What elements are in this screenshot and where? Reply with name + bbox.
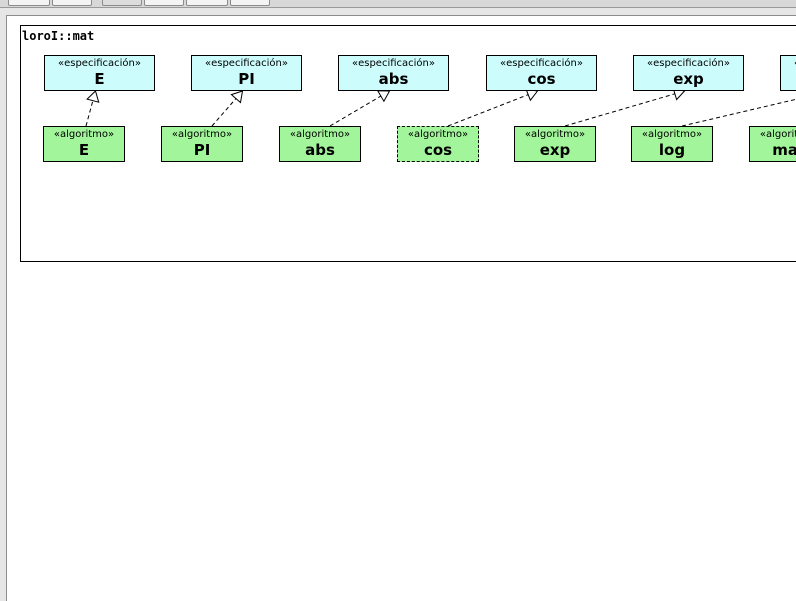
node-name: cos: [527, 70, 556, 88]
toolbar-button-active[interactable]: [102, 0, 142, 6]
realization-line[interactable]: [211, 98, 237, 127]
node-name: abs: [305, 141, 335, 159]
realization-line[interactable]: [329, 95, 382, 127]
specification-node[interactable]: «especificación»cos: [486, 55, 597, 91]
realization-arrowhead: [376, 90, 391, 103]
realization-line[interactable]: [447, 94, 529, 127]
stereotype-label: «algoritmo»: [407, 129, 469, 140]
node-name: exp: [673, 70, 704, 88]
realization-arrowhead: [86, 90, 100, 103]
specification-node[interactable]: «especificación»exp: [633, 55, 744, 91]
algorithm-node[interactable]: «algoritmo»abs: [279, 126, 361, 162]
algorithm-node[interactable]: «algoritmo»E: [43, 126, 125, 162]
specification-node[interactable]: «especificación»E: [44, 55, 155, 91]
realization-line[interactable]: [681, 93, 796, 127]
node-name: E: [94, 70, 105, 88]
stereotype-label: «especificación»: [646, 58, 731, 69]
specification-node[interactable]: «especificación»abs: [338, 55, 449, 91]
toolbar-button[interactable]: [144, 0, 184, 6]
stereotype-label: «especificación»: [57, 58, 142, 69]
node-name: E: [78, 141, 90, 159]
stereotype-label: «algoritmo»: [759, 129, 796, 140]
node-name: PI: [238, 70, 255, 88]
stereotype-label: «algoritmo»: [289, 129, 351, 140]
toolbar-button[interactable]: [52, 0, 92, 6]
algorithm-node[interactable]: «algoritmo»max: [749, 126, 796, 162]
stereotype-label: «algoritmo»: [641, 129, 703, 140]
realization-line[interactable]: [85, 100, 94, 127]
node-name: exp: [539, 141, 571, 159]
stereotype-label: «algoritmo»: [53, 129, 115, 140]
stereotype-label: «especificación»: [351, 58, 436, 69]
algorithm-node[interactable]: «algoritmo»cos: [397, 126, 479, 162]
toolbar: [0, 0, 796, 8]
toolbar-button[interactable]: [230, 0, 270, 6]
stereotype-label: «algoritmo»: [171, 129, 233, 140]
stereotype-label: «especificación»: [781, 58, 796, 70]
algorithm-node[interactable]: «algoritmo»log: [631, 126, 713, 162]
node-name: cos: [423, 141, 453, 159]
diagram-canvas[interactable]: loroI::mat «especificación»E«especificac…: [6, 15, 796, 601]
realization-arrowhead: [230, 90, 244, 104]
specification-node[interactable]: «especificación»: [780, 55, 796, 91]
node-name: abs: [378, 70, 409, 88]
stereotype-label: «algoritmo»: [524, 129, 586, 140]
algorithm-node[interactable]: «algoritmo»exp: [514, 126, 596, 162]
package-title: loroI::mat: [22, 29, 95, 43]
node-name: log: [658, 141, 686, 159]
toolbar-button[interactable]: [186, 0, 228, 6]
toolbar-button[interactable]: [8, 0, 50, 6]
node-name: PI: [193, 141, 211, 159]
package-frame[interactable]: loroI::mat «especificación»E«especificac…: [20, 25, 796, 262]
stereotype-label: «especificación»: [499, 58, 584, 69]
realization-line[interactable]: [564, 93, 676, 127]
node-name: max: [772, 141, 796, 159]
algorithm-node[interactable]: «algoritmo»PI: [161, 126, 243, 162]
specification-node[interactable]: «especificación»PI: [191, 55, 302, 91]
stereotype-label: «especificación»: [204, 58, 289, 69]
